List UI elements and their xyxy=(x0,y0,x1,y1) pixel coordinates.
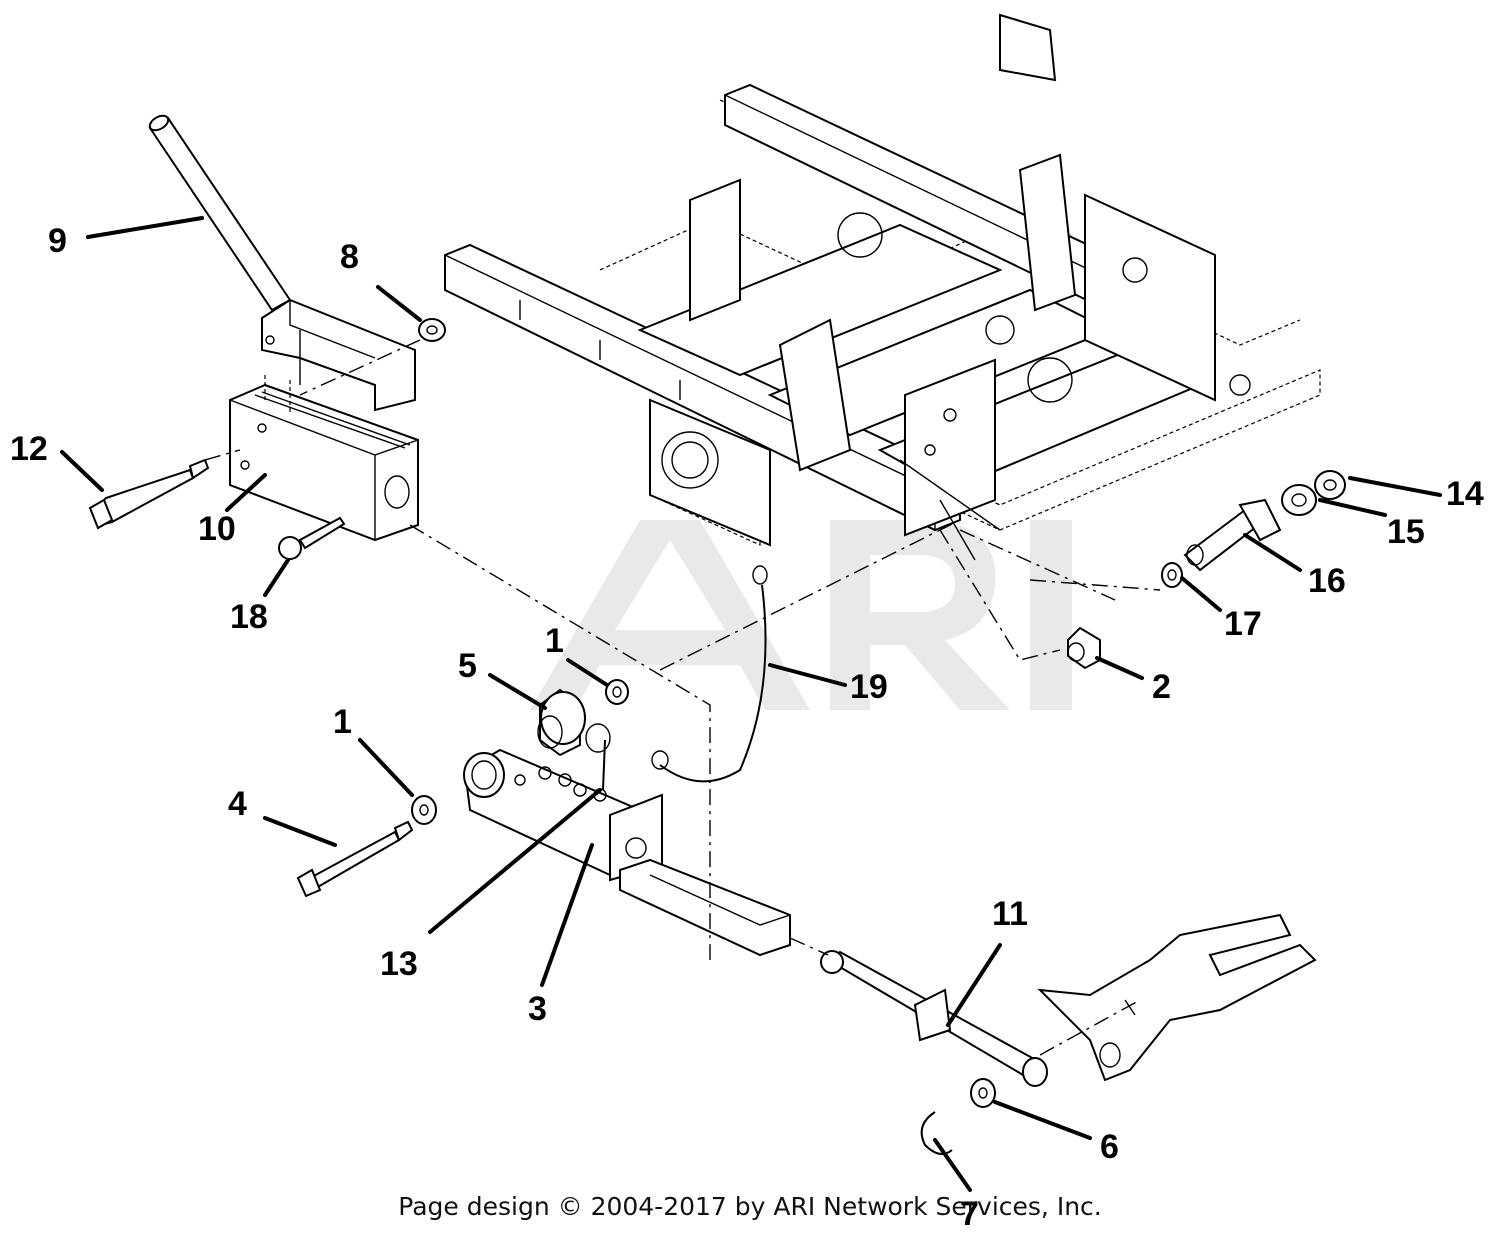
nut-part-8 xyxy=(418,318,446,342)
callout-7: 7 xyxy=(960,1195,979,1233)
callout-12: 12 xyxy=(10,430,48,468)
hitch-part-2 xyxy=(463,748,791,957)
lift-arm xyxy=(1037,913,1317,1082)
washer-part-1-lower xyxy=(411,795,437,825)
bracket-part-10 xyxy=(229,375,419,542)
ari-watermark xyxy=(530,520,1072,710)
spacer-part-3 xyxy=(1067,626,1101,670)
callout-3: 2 xyxy=(1152,668,1171,706)
bolt-part-12 xyxy=(88,458,210,530)
callout-11: 11 xyxy=(992,895,1028,933)
handle-part-9 xyxy=(148,114,416,412)
copyright-footer: Page design © 2004-2017 by ARI Network S… xyxy=(398,1192,1102,1221)
callout-15: 15 xyxy=(1387,513,1425,551)
screw-part-18 xyxy=(278,516,346,560)
callout-2: 3 xyxy=(528,990,547,1028)
washer-part-17 xyxy=(1161,562,1183,588)
ground-strap-part-19 xyxy=(651,565,768,783)
callout-4: 4 xyxy=(228,785,247,823)
callout-18: 18 xyxy=(230,598,268,636)
bolt-part-4 xyxy=(296,820,414,898)
frame-assembly xyxy=(444,13,1321,561)
leader-lines xyxy=(60,216,1442,1192)
callout-1-lower: 1 xyxy=(333,703,352,741)
callout-1-upper: 1 xyxy=(545,622,564,660)
callout-9: 9 xyxy=(48,222,67,260)
callout-17: 17 xyxy=(1224,605,1262,643)
pin-clip-part-13 xyxy=(585,723,611,791)
callout-labels: 9 8 12 10 18 14 15 16 17 2 19 1 5 1 4 13… xyxy=(10,222,1484,1233)
callout-5: 5 xyxy=(458,647,477,685)
shaft-part-11 xyxy=(820,950,1048,1087)
callout-16: 16 xyxy=(1308,562,1346,600)
washer-part-15 xyxy=(1281,484,1317,516)
callout-14: 14 xyxy=(1446,475,1484,513)
washer-part-6 xyxy=(970,1078,996,1108)
assembly-lines xyxy=(204,339,1161,1056)
link-part-16 xyxy=(1183,498,1282,572)
callout-13: 13 xyxy=(380,945,418,983)
nut-part-14 xyxy=(1314,470,1346,500)
bushing-part-5 xyxy=(537,688,586,757)
callout-8: 8 xyxy=(340,238,359,276)
callout-10: 10 xyxy=(198,510,236,548)
callout-6: 6 xyxy=(1100,1128,1119,1166)
callout-19: 19 xyxy=(850,668,888,706)
washer-part-1-upper xyxy=(605,679,629,705)
clip-part-7 xyxy=(920,1111,953,1155)
